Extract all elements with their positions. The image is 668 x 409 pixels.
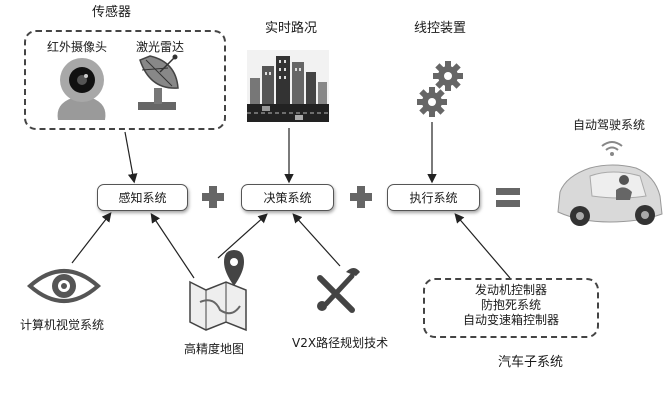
subsystem-item: 防抱死系统 <box>480 298 541 312</box>
drive-by-wire-title: 线控装置 <box>414 21 467 36</box>
subsystem-item: 发动机控制器 <box>474 283 547 297</box>
arrow-map-to-perception <box>150 213 195 279</box>
traffic-title: 实时路况 <box>265 21 318 36</box>
subsystems-list: 发动机控制器 防抱死系统 自动变速箱控制器 <box>423 283 599 328</box>
decision-system-box: 决策系统 <box>241 184 334 211</box>
subsystems-group <box>423 278 599 338</box>
execution-system-box: 执行系统 <box>387 184 480 211</box>
sensors-group <box>24 30 226 130</box>
arrow-subsystems-to-execution <box>454 213 511 279</box>
arrow-map-to-decision <box>217 213 268 259</box>
hd-map-label: 高精度地图 <box>184 342 245 356</box>
vision-label: 计算机视觉系统 <box>20 318 105 332</box>
v2x-label: V2X路径规划技术 <box>292 336 389 350</box>
autonomous-title: 自动驾驶系统 <box>573 118 646 132</box>
subsystems-title: 汽车子系统 <box>498 355 564 370</box>
camera-label: 红外摄像头 <box>47 40 108 54</box>
perception-system-box: 感知系统 <box>97 184 188 211</box>
arrow-vision-to-perception <box>71 212 112 264</box>
subsystem-item: 自动变速箱控制器 <box>462 313 559 327</box>
sensors-title: 传感器 <box>92 5 132 20</box>
arrow-sensors-to-perception <box>124 131 138 184</box>
lidar-label: 激光雷达 <box>136 40 185 54</box>
arrow-v2x-to-decision <box>292 213 341 267</box>
